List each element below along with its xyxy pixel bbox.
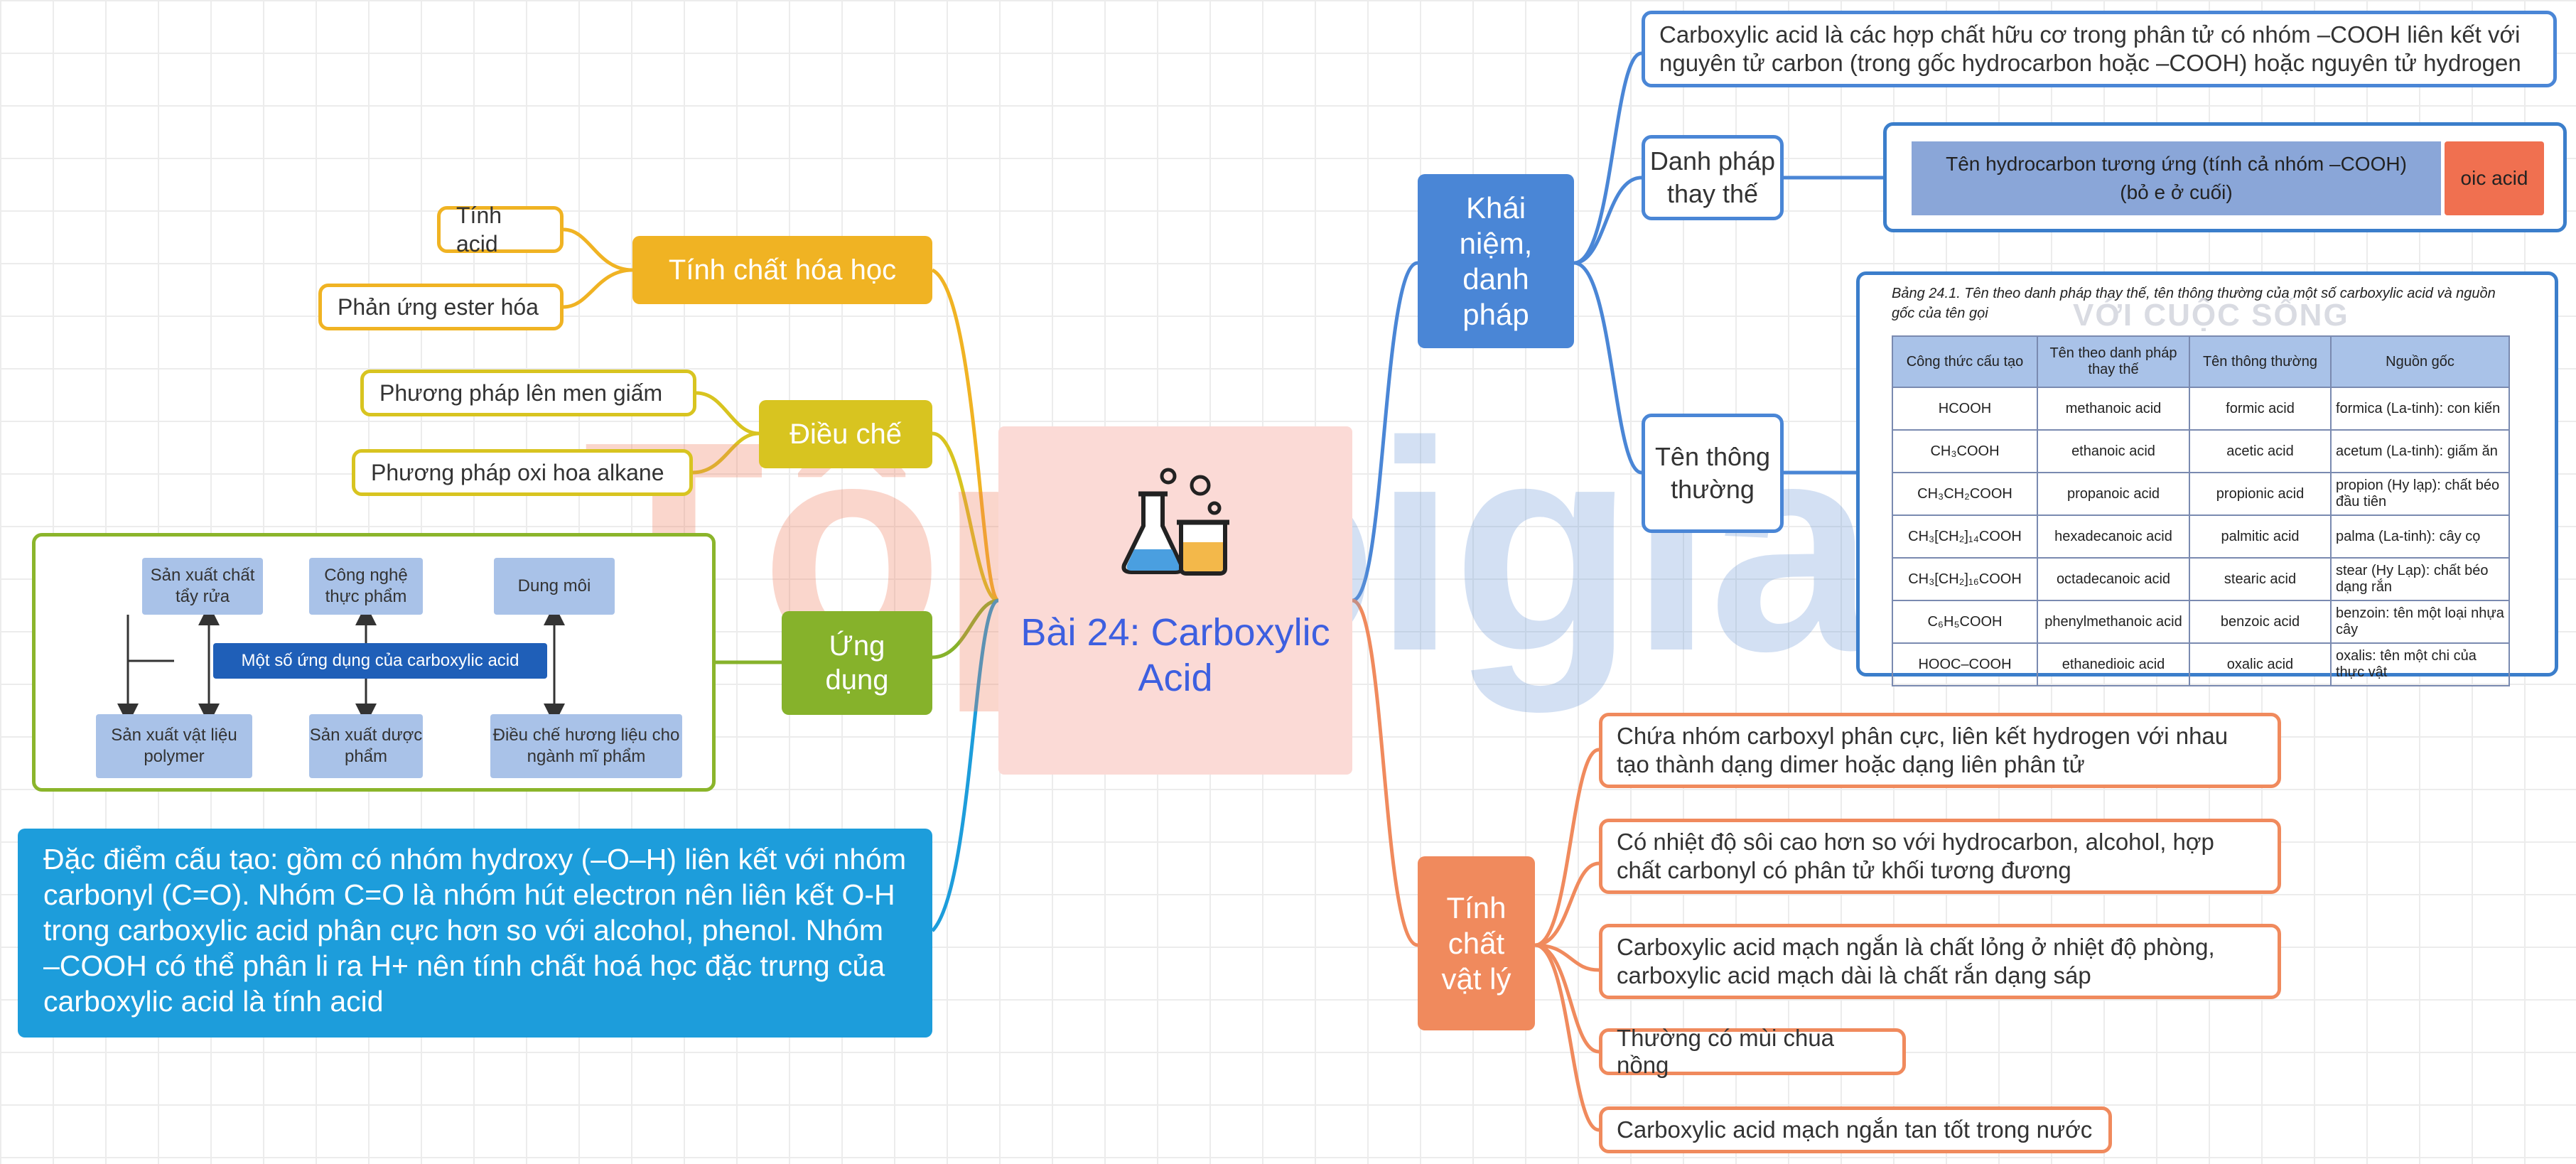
table-cell: oxalis: tên một chi của thực vật (2330, 642, 2510, 686)
table-cell: stearic acid (2189, 557, 2332, 601)
topic-tinh-chat-hoa-hoc[interactable]: Tính chất hóa học (632, 236, 932, 304)
topic-ung-dung[interactable]: Ứng dụng (782, 611, 932, 715)
leaf-vat-ly-5[interactable]: Carboxylic acid mạch ngắn tan tốt trong … (1599, 1106, 2112, 1153)
table-cell: CH₃[CH₂]₁₆COOH (1892, 557, 2038, 601)
diagram-item-san-xuat-vat-lieu-polymer: Sản xuất vật liệu polymer (96, 714, 252, 778)
leaf-vat-ly-2[interactable]: Có nhiệt độ sôi cao hơn so với hydrocarb… (1599, 819, 2281, 894)
diagram-item-san-xuat-duoc-pham: Sản xuất dược phẩm (309, 714, 423, 778)
table-cell: HOOC–COOH (1892, 642, 2038, 686)
table-header: Tên theo danh pháp thay thế (2037, 335, 2190, 388)
table-cell: ethanedioic acid (2037, 642, 2190, 686)
table-cell: octadecanoic acid (2037, 557, 2190, 601)
chemistry-flask-icon (1121, 468, 1229, 576)
table-cell: stear (Hy Lạp): chất béo dạng rắn (2330, 557, 2510, 601)
table-header: Nguồn gốc (2330, 335, 2510, 388)
subtopic-ten-thong-thuong[interactable]: Tên thông thường (1642, 414, 1784, 533)
table-cell: hexadecanoic acid (2037, 514, 2190, 559)
table-header: Công thức cấu tạo (1892, 335, 2038, 388)
danh-phap-rule-box: Tên hydrocarbon tương ứng (tính cả nhóm … (1883, 122, 2567, 232)
table-cell: palmitic acid (2189, 514, 2332, 559)
subtopic-danh-phap-thay-the[interactable]: Danh pháp thay thế (1642, 135, 1784, 220)
diagram-item-cong-nghe-thuc-pham: Công nghệ thực phẩm (309, 558, 423, 615)
table-cell: CH₃CH₂COOH (1892, 472, 2038, 516)
diagram-item-san-xuat-chat-tay-rua: Sản xuất chất tẩy rửa (142, 558, 263, 615)
leaf-tinh-acid[interactable]: Tính acid (437, 203, 564, 257)
rule-main-part: Tên hydrocarbon tương ứng (tính cả nhóm … (1912, 141, 2441, 215)
table-cell: CH₃COOH (1892, 429, 2038, 473)
table-cell: methanoic acid (2037, 387, 2190, 431)
leaf-phan-ung-ester-hoa[interactable]: Phản ứng ester hóa (318, 284, 564, 330)
leaf-phuong-phap-oxi-hoa-alkane[interactable]: Phương pháp oxi hoa alkane (352, 449, 693, 496)
table-cell: HCOOH (1892, 387, 2038, 431)
table-cell: benzoic acid (2189, 600, 2332, 644)
diagram-arrows (117, 604, 565, 725)
table-cell: phenylmethanoic acid (2037, 600, 2190, 644)
table-caption: Bảng 24.1. Tên theo danh pháp thay thế, … (1892, 286, 2496, 321)
leaf-vat-ly-4[interactable]: Thường có mùi chua nồng (1599, 1025, 1906, 1078)
table-cell: formica (La-tinh): con kiến (2330, 387, 2510, 431)
diagram-item-dung-moi: Dung môi (494, 558, 615, 615)
table-cell: propion (Hy lạp): chất béo đầu tiên (2330, 472, 2510, 516)
leaf-vat-ly-3[interactable]: Carboxylic acid mạch ngắn là chất lỏng ở… (1599, 924, 2281, 999)
rule-suffix-part: oic acid (2445, 141, 2544, 215)
ung-dung-diagram: Sản xuất chất tẩy rửa Công nghệ thực phẩ… (32, 533, 716, 792)
topic-tinh-chat-vat-ly[interactable]: Tính chất vật lý (1418, 856, 1535, 1030)
table-cell: propanoic acid (2037, 472, 2190, 516)
topic-dac-diem-cau-tao[interactable]: Đặc điểm cấu tạo: gồm có nhóm hydroxy (–… (18, 829, 932, 1038)
table-header: Tên thông thường (2189, 335, 2332, 388)
diagram-item-dieu-che-huong-lieu: Điều chế hương liệu cho ngành mĩ phẩm (490, 714, 682, 778)
table-cell: C₆H₅COOH (1892, 600, 2038, 644)
central-topic-title: Bài 24: Carboxylic Acid (1020, 611, 1330, 699)
table-watermark: VỚI CUỘC SỐNG (2073, 298, 2349, 333)
table-cell: acetic acid (2189, 429, 2332, 473)
topic-khai-niem-danh-phap[interactable]: Khái niệm, danh pháp (1418, 174, 1574, 348)
ten-thong-thuong-table-box: Bảng 24.1. Tên theo danh pháp thay thế, … (1856, 271, 2558, 686)
table-cell: acetum (La-tinh): giấm ăn (2330, 429, 2510, 473)
table-cell: CH₃[CH₂]₁₄COOH (1892, 514, 2038, 559)
table-cell: ethanoic acid (2037, 429, 2190, 473)
central-topic[interactable] (998, 426, 1352, 775)
leaf-vat-ly-1[interactable]: Chứa nhóm carboxyl phân cực, liên kết hy… (1599, 713, 2281, 788)
ten-thong-thuong-table: Công thức cấu tạo Tên theo danh pháp tha… (1892, 335, 2510, 686)
leaf-dinh-nghia[interactable]: Carboxylic acid là các hợp chất hữu cơ t… (1642, 11, 2557, 87)
table-cell: propionic acid (2189, 472, 2332, 516)
topic-dieu-che[interactable]: Điều chế (759, 400, 932, 468)
leaf-phuong-phap-len-men-giam[interactable]: Phương pháp lên men giấm (360, 370, 696, 416)
table-cell: benzoin: tên một loại nhựa cây (2330, 600, 2510, 644)
table-cell: palma (La-tinh): cây cọ (2330, 514, 2510, 559)
diagram-center-label: Một số ứng dụng của carboxylic acid (213, 643, 547, 679)
table-cell: formic acid (2189, 387, 2332, 431)
table-cell: oxalic acid (2189, 642, 2332, 686)
